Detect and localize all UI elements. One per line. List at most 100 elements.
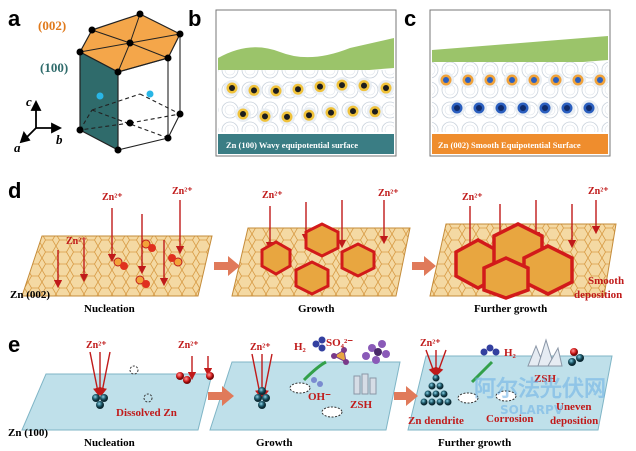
atom-ring [295,86,301,93]
uneven-note: Uneven [556,401,591,413]
zsh-platelets [527,338,563,367]
panel-a-letter: a [8,6,21,31]
zsh-label: ZSH [534,373,556,385]
stage-arrow [208,386,234,406]
ion-flux-1 [53,200,185,289]
zsh-sheets [353,373,377,395]
h2-molecules [480,344,500,356]
caption-bar-c [432,134,608,154]
watermark-cn: 阿尔法光伏网 [474,376,606,402]
atom-ring [509,77,515,83]
merged-film [454,222,574,300]
stage-label: Growth [298,303,334,315]
substrate-slab-2 [209,361,401,431]
panel-b: b Zn (100) Wavy equipotential surface [188,6,397,157]
atom-ring [328,109,334,116]
oh-label: OH⁻ [308,391,331,403]
lattice-atoms [76,10,184,154]
atom-ring [443,77,449,83]
zn-ion-label: Zn²⁺ [462,192,483,203]
corrosion-label: Corrosion [486,413,533,425]
caption-b: Zn (100) Wavy equipotential surface [226,140,358,150]
zn-ion-label: Zn²⁺ [86,340,107,351]
atom-ring [372,108,378,115]
h2-label: H₂ [294,341,307,353]
facet-002-label: (002) [38,18,66,33]
panel-c: c Zn (002) Smooth Equipotential Surface [404,6,611,157]
dissolved-zn-marks [129,365,153,403]
substrate-slab-1 [21,373,213,431]
substrate-label: Zn (002) [10,289,50,301]
zn-ion-label: Zn²⁺ [172,186,193,197]
stage-arrow [412,256,436,276]
corrosion-pit [495,390,517,402]
atom-ring [575,77,581,83]
atom-ring [487,77,493,83]
axis-b-label: b [56,132,63,147]
axis-a-label: a [14,140,21,155]
atom-ring [520,105,526,111]
prism-edges [79,34,181,151]
corrosion-pit [457,392,479,404]
zn-ion-label: Zn²⁺ [588,186,609,197]
zn-ion-label: Zn²⁺ [102,192,123,203]
dissolved-zn-label: Dissolved Zn [116,407,177,419]
axis-triad [19,99,63,144]
axis-c-label: c [26,94,32,109]
h2-molecules [312,336,326,352]
atom-ring [564,105,570,111]
caption-c: Zn (002) Smooth Equipotential Surface [438,140,581,150]
atom-ring [339,82,345,89]
panel-e: e Zn²⁺ Zn²⁺ Dissolved Zn [8,332,613,449]
reaction-arrow [470,360,494,384]
atom-ring [498,105,504,111]
atom-ring [306,112,312,119]
reaction-arrow [302,360,327,382]
zsh-flower [362,340,390,364]
cross-section [432,62,608,132]
panel-d-letter: d [8,178,21,203]
zn-cluster [254,387,270,409]
stage-label: Further growth [474,303,547,315]
atom-ring [284,113,290,120]
atom-ring [465,77,471,83]
panel-a: a (002) (10 [8,6,184,155]
watermark-en: SOLARPV [500,403,564,417]
atom-ring [361,82,367,89]
zsh-label: ZSH [350,399,372,411]
panel-b-letter: b [188,6,201,31]
atom-ring [586,105,592,111]
zn-ion-label: Zn²⁺ [378,188,399,199]
stage-label: Nucleation [84,303,135,315]
h2-label: H₂ [504,347,517,359]
facet-100-label: (100) [40,60,68,75]
ion-flux-3 [425,349,447,377]
atom-ring [240,111,246,117]
smooth-note: deposition [574,289,622,301]
nuclei [113,239,183,288]
atom-ring [383,85,389,92]
atom-ring [251,87,257,94]
oh-ions [311,377,323,387]
stage-label: Further growth [438,437,511,449]
top-facet-edges [79,13,181,73]
uneven-note: deposition [550,415,598,427]
zn-ion-label: Zn²⁺ [262,190,283,201]
atom-ring [531,77,537,83]
corrosion-pit [289,382,311,394]
so4-label: SO₄²⁻ [326,337,353,349]
atom-layer [224,77,394,125]
corrosion-pit [321,406,343,418]
atom-ring [273,87,279,94]
substrate-label: Zn (100) [8,427,48,439]
atom-ring [350,108,356,115]
stage-arrow [214,256,240,276]
caption-bar-b [218,134,394,154]
atom-ring [262,113,268,120]
stage-arrow [394,386,418,406]
zn-ion-label: Zn²⁺ [420,338,441,349]
dendrite-label: Zn dendrite [408,415,464,427]
watermark: 阿尔法光伏网 SOLARPV [474,376,606,417]
interior-atom [96,92,104,100]
panel-d: d [8,178,624,315]
